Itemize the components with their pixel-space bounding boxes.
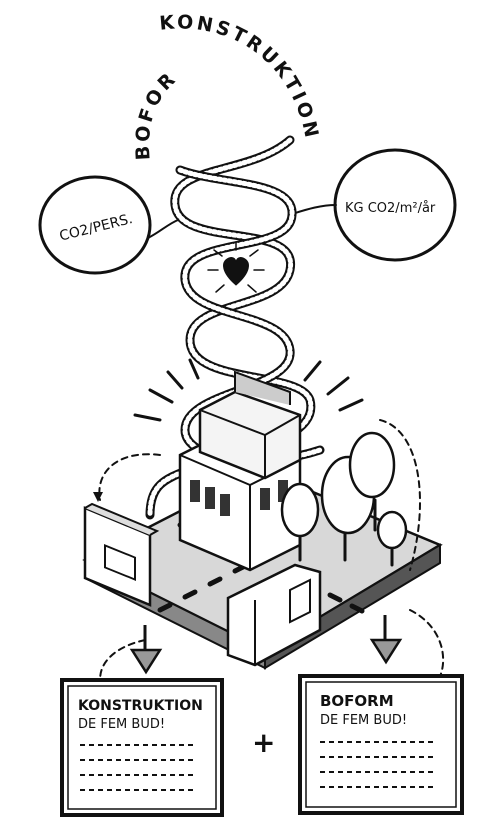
glow-rays (133, 358, 364, 422)
down-arrow-icon (93, 492, 103, 502)
boform-box-lines (320, 741, 435, 788)
down-arrow-icon (129, 638, 403, 675)
konstruktion-box-title: KONSTRUKTION (78, 698, 203, 714)
right-facade-panel (226, 563, 322, 667)
boform-box: BOFORM DE FEM BUD! (298, 674, 464, 815)
co2-per-area-label: KG CO2/m²/år (345, 201, 436, 216)
konstruktion-box: KONSTRUKTION DE FEM BUD! (60, 678, 224, 817)
konstruktion-curve-label: KONSTRUKTION (159, 11, 323, 142)
plus-sign: + (252, 726, 275, 759)
building-block-icon (178, 370, 302, 572)
boform-curve-label: BOFORM (0, 0, 182, 161)
konstruktion-box-lines (80, 744, 195, 791)
bubble-left: CO2/PERS. (38, 175, 179, 275)
co2-per-person-label: CO2/PERS. (58, 211, 134, 245)
tree-icon (280, 431, 408, 567)
boform-box-subtitle: DE FEM BUD! (320, 713, 407, 728)
curve-title: BOFORM KONSTRUKTION (0, 0, 323, 161)
boform-box-title: BOFORM (320, 692, 394, 710)
left-facade-panel (83, 502, 160, 607)
bubble-right: KG CO2/m²/år (291, 148, 457, 262)
building-windows (190, 480, 288, 516)
heart-icon (207, 241, 265, 293)
konstruktion-box-subtitle: DE FEM BUD! (78, 717, 165, 732)
